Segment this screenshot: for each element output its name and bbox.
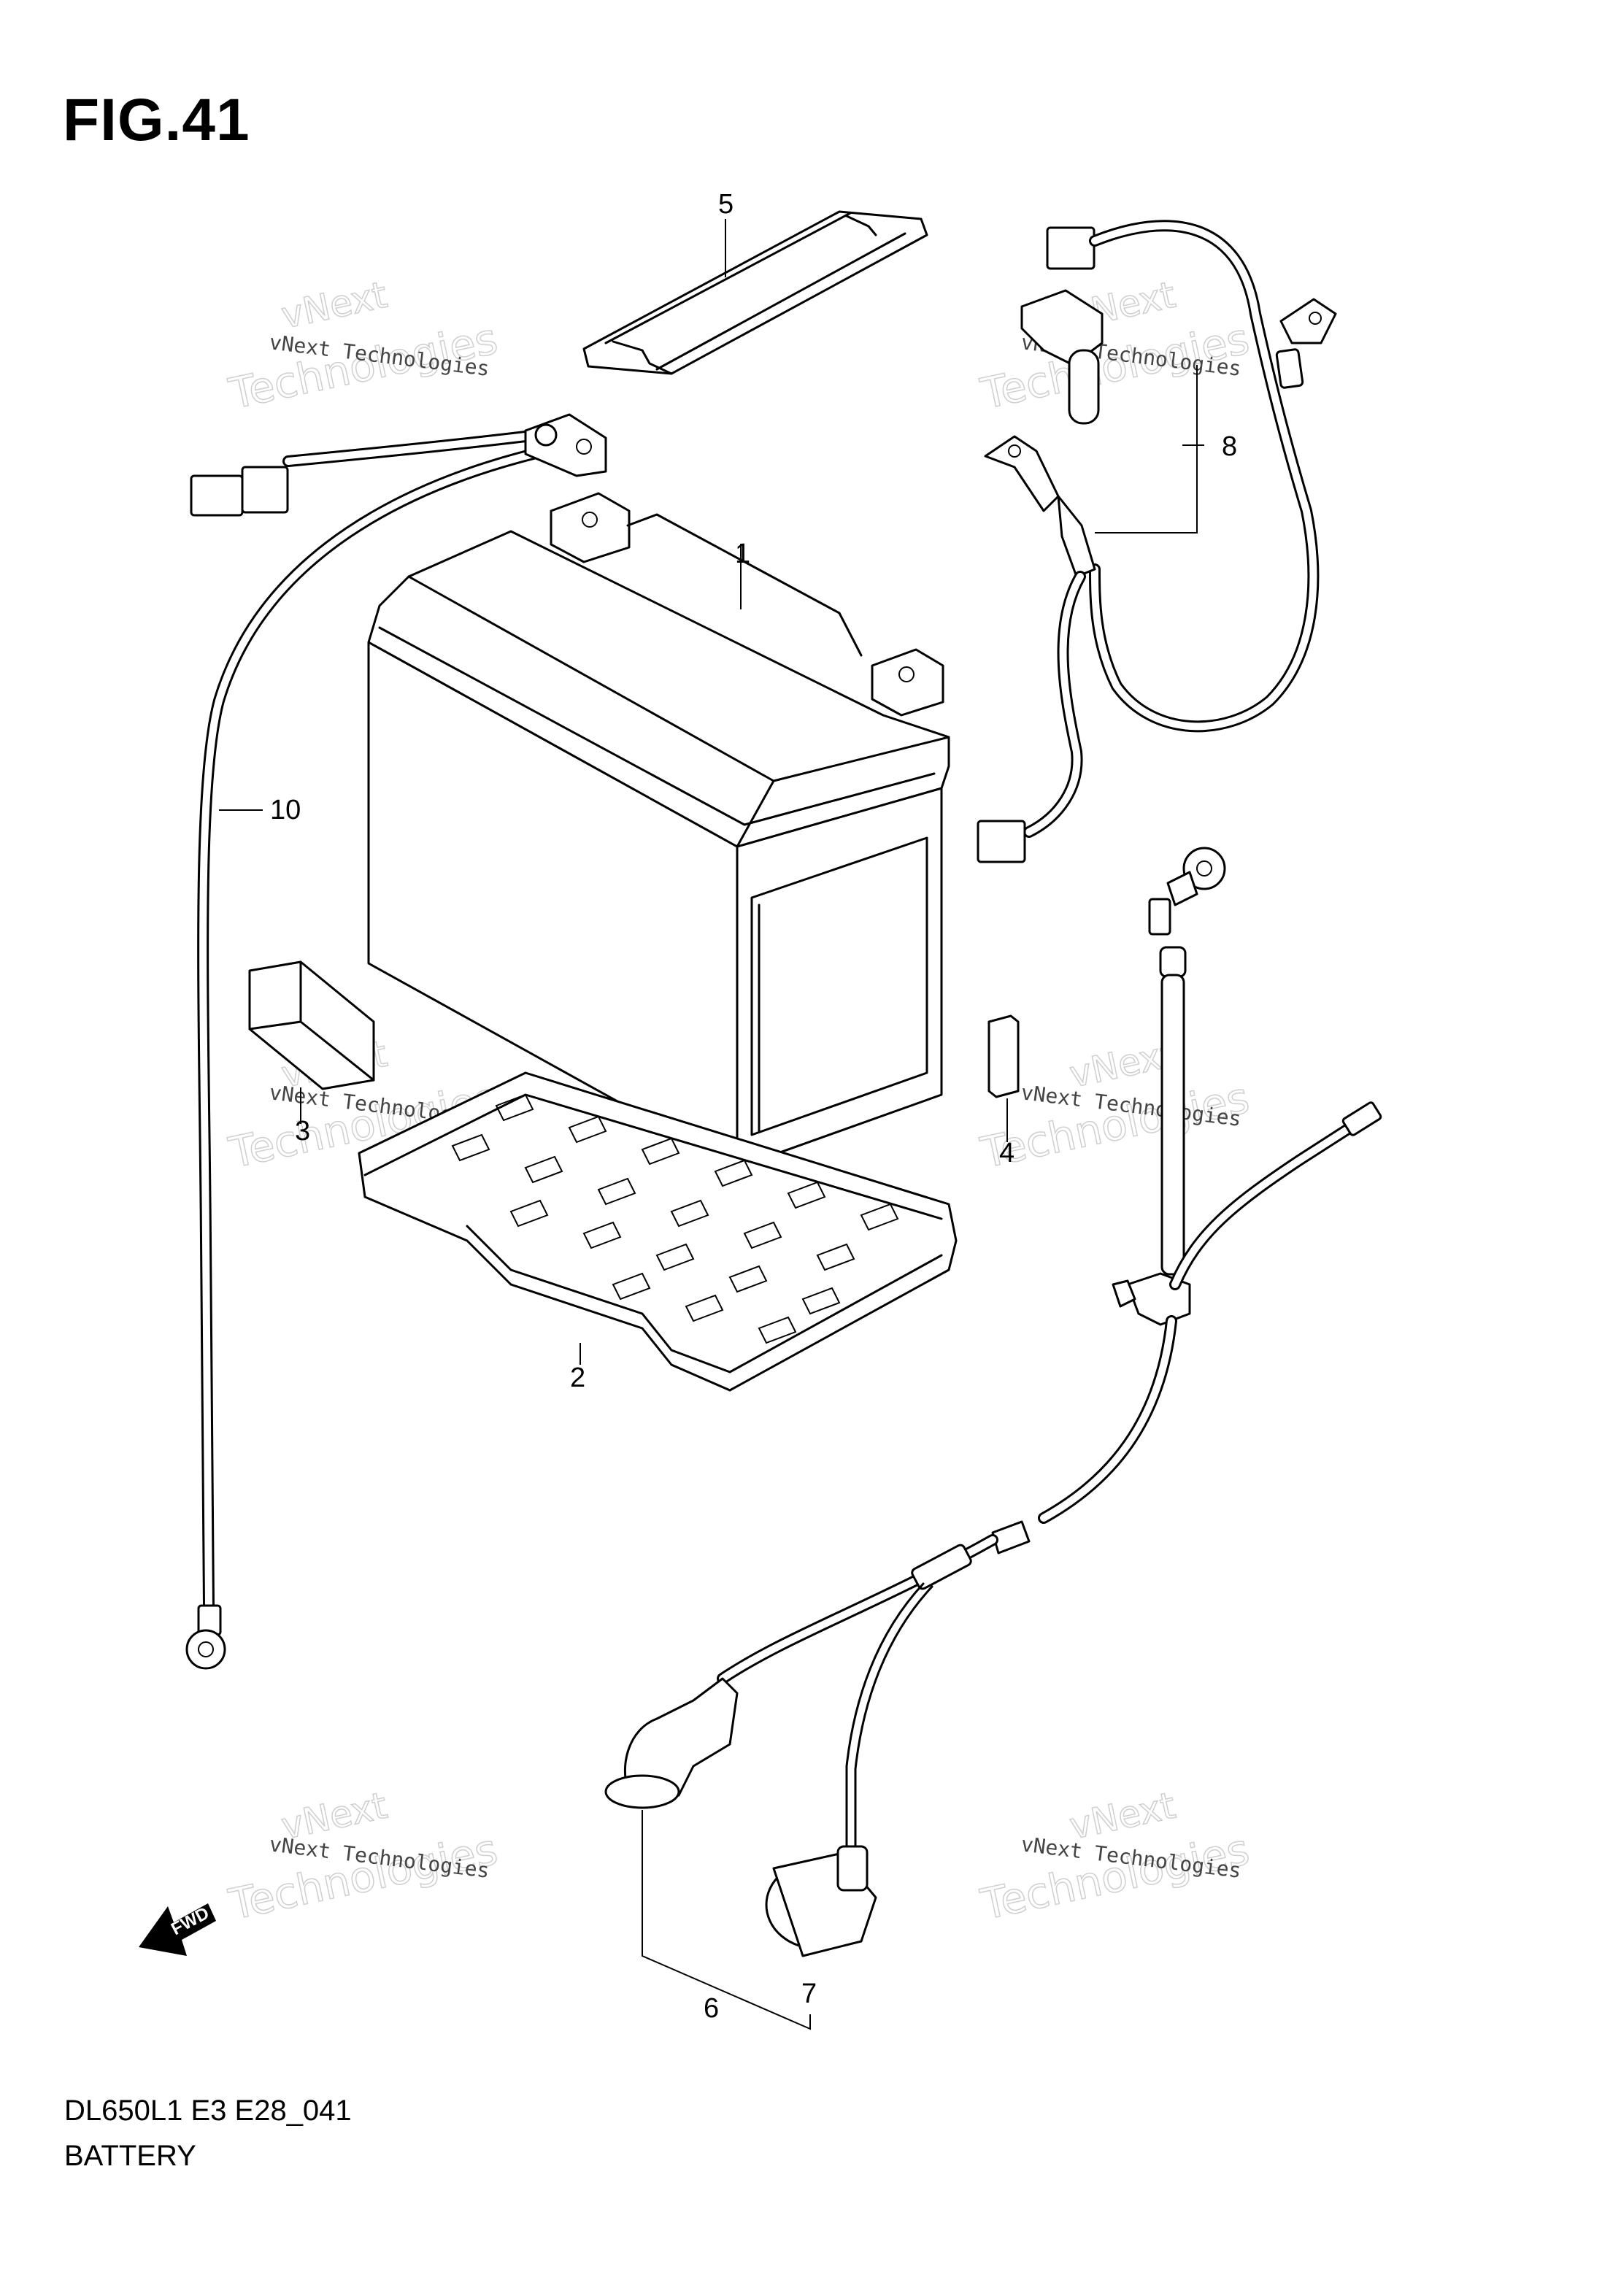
fwd-arrow: FWD [139, 1903, 216, 1956]
watermark-5: vNext Technologies vNext Technologies [224, 1784, 502, 1930]
part-6-starter-cable [604, 847, 1382, 2030]
figure-title: FIG.41 [63, 87, 250, 153]
part-10-ground-wire [185, 413, 607, 1670]
part-2-battery-tray [358, 1071, 958, 1392]
watermark-2: vNext Technologies vNext Technologies [976, 273, 1254, 420]
watermark-1: vNext Technologies vNext Technologies [224, 273, 502, 420]
watermark-6: vNext Technologies vNext Technologies [976, 1784, 1254, 1930]
callout-4: 4 [999, 1138, 1014, 1168]
callout-2: 2 [570, 1363, 585, 1393]
tray-slots [451, 1093, 899, 1344]
callout-5: 5 [718, 189, 734, 220]
watermark-logo: vNext [1066, 1784, 1179, 1848]
callout-8: 8 [1222, 431, 1237, 462]
part-1-battery [367, 492, 950, 1169]
callout-10: 10 [270, 795, 301, 825]
callout-lines [219, 219, 1204, 1365]
part-8-battery-lead-set [977, 220, 1337, 863]
callout-numbers: 1 2 3 4 5 6 7 8 10 [270, 189, 1237, 2024]
part-5-battery-strap [582, 210, 928, 375]
part-3-battery-pad [248, 960, 375, 1090]
model-code: DL650L1 E3 E28_041 [64, 2095, 352, 2127]
callout-7: 7 [801, 1979, 817, 2009]
part-7-terminal-cap [765, 1845, 877, 1957]
part-4-small-pad [987, 1014, 1020, 1098]
figure-name: BATTERY [64, 2140, 196, 2172]
callout-6: 6 [704, 1993, 719, 2024]
callout-1: 1 [735, 539, 750, 569]
callout-3: 3 [295, 1116, 310, 1147]
watermark-logo: vNext [277, 274, 390, 337]
